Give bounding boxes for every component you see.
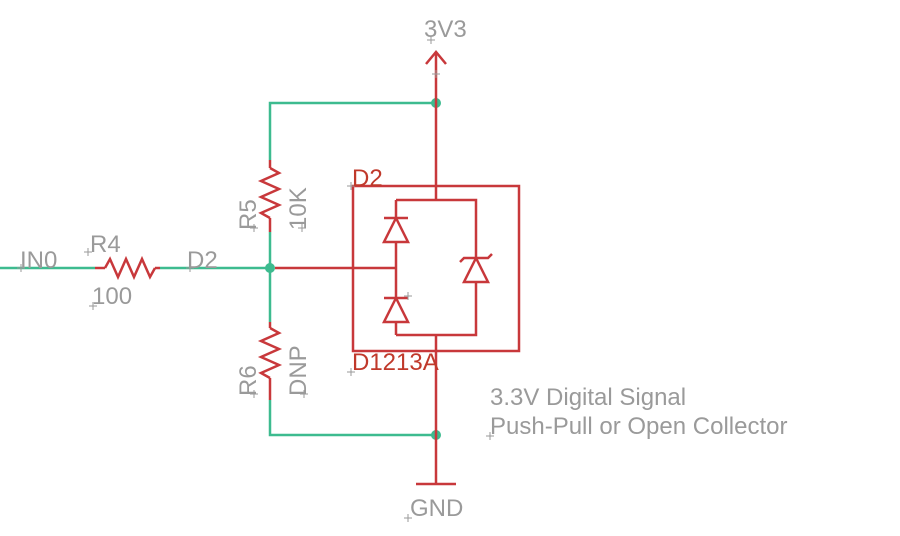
d2-value-label: D1213A: [352, 349, 439, 376]
junction-mid: [265, 263, 275, 273]
gnd-label: GND: [410, 495, 463, 522]
wire-bottom-rail: [268, 400, 436, 437]
r4-value-label: 100: [92, 283, 132, 310]
vcc-label: 3V3: [424, 16, 467, 43]
resistor-r6: [257, 322, 283, 400]
resistor-r4: [95, 255, 160, 281]
note-line-2: Push-Pull or Open Collector: [490, 413, 787, 440]
wire-top-rail: [268, 101, 436, 160]
d2-name-label: D2: [352, 165, 383, 192]
r5-name-label: R5: [235, 199, 262, 230]
wires: [0, 101, 436, 437]
gnd-symbol: [416, 435, 456, 486]
net-label-d2: D2: [187, 247, 218, 274]
tvs-diode-d2: [275, 103, 521, 435]
net-label-in0: IN0: [20, 247, 57, 274]
origin-markers: [17, 36, 494, 522]
note-line-1: 3.3V Digital Signal: [490, 384, 686, 411]
r4-name-label: R4: [90, 231, 121, 258]
r6-value-label: DNP: [285, 345, 312, 396]
r5-value-label: 10K: [285, 187, 312, 230]
r6-name-label: R6: [235, 365, 262, 396]
resistor-r5: [257, 160, 283, 232]
